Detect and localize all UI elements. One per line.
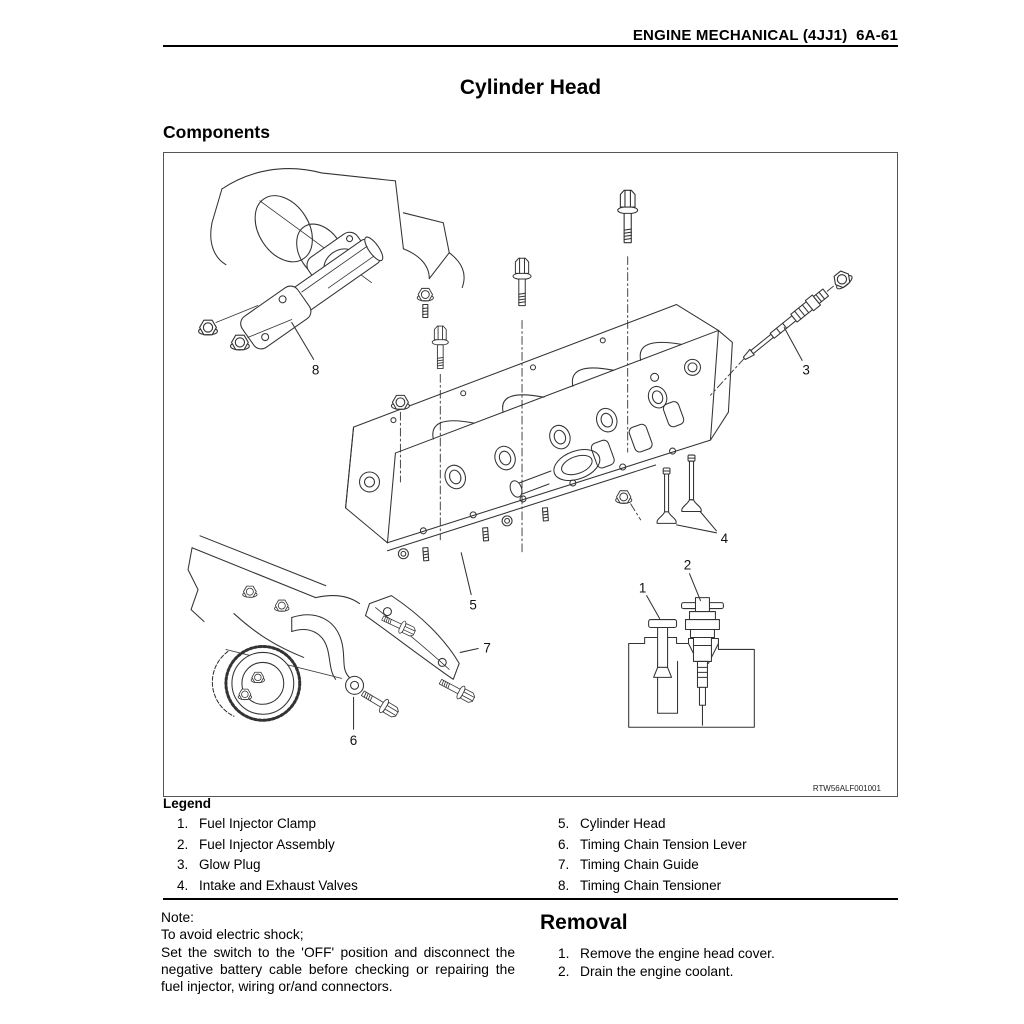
note-block: Note: To avoid electric shock; Set the s… (161, 909, 515, 995)
legend-label: Fuel Injector Clamp (199, 816, 317, 831)
callout-5: 5 (469, 598, 476, 613)
callout-4: 4 (721, 531, 729, 546)
legend-num: 4. (177, 877, 189, 893)
block-bolt-nut (416, 287, 434, 302)
step-num: 2. (558, 963, 570, 979)
timing-chain-guide (364, 595, 478, 706)
legend-label: Cylinder Head (580, 816, 666, 831)
legend-label: Timing Chain Tensioner (580, 877, 722, 893)
legend-num: 2. (177, 836, 189, 852)
callout-7: 7 (483, 640, 490, 655)
callout-numbers: 1 2 3 4 5 6 7 8 (312, 362, 810, 748)
components-heading: Components (163, 122, 270, 142)
head-bolts (390, 189, 642, 553)
head-nut (390, 394, 410, 410)
callout-3: 3 (802, 362, 809, 377)
legend-row: 2. Fuel Injector Assembly 6. Timing Chai… (163, 837, 898, 858)
figure-code: RTW56ALF001001 (813, 784, 882, 793)
callout-1: 1 (639, 581, 646, 596)
step-num: 1. (558, 946, 570, 961)
legend-label: Timing Chain Guide (580, 857, 699, 872)
legend-row: 3. Glow Plug 7. Timing Chain Guide (163, 857, 898, 878)
note-intro: To avoid electric shock; (161, 927, 304, 943)
legend-label: Fuel Injector Assembly (199, 836, 335, 852)
legend-num: 1. (177, 816, 189, 831)
callout-leaders (291, 321, 803, 730)
legend-num: 5. (558, 816, 570, 831)
legend-num: 3. (177, 857, 189, 872)
intake-exhaust-valves (656, 454, 702, 524)
callout-8: 8 (312, 362, 319, 377)
page-title: Cylinder Head (459, 76, 602, 99)
components-figure: 1 2 3 4 5 6 7 8 RTW56ALF001001 (163, 152, 898, 797)
fuel-injector-clamp (648, 619, 678, 678)
legend-label: Timing Chain Tension Lever (580, 836, 747, 852)
legend-row: 1. Fuel Injector Clamp 5. Cylinder Head (163, 816, 898, 837)
timing-chain-tensioner (198, 231, 384, 351)
timing-chain-tension-lever (291, 614, 402, 721)
note-body: Set the switch to the 'OFF' position and… (161, 944, 515, 995)
callout-6: 6 (350, 733, 357, 748)
legend-num: 6. (558, 836, 570, 852)
step-text: Remove the engine head cover. (580, 946, 775, 961)
step-text: Drain the engine coolant. (580, 963, 734, 979)
fuel-injector-assembly (681, 597, 724, 726)
head-bolt-long (617, 189, 639, 244)
removal-heading: Removal (540, 911, 628, 934)
tensioner-nut-2 (229, 334, 250, 351)
legend-label: Glow Plug (199, 857, 261, 872)
tensioner-body (240, 236, 384, 350)
note-heading: Note: (161, 910, 194, 925)
page-header: ENGINE MECHANICAL (4JJ1) 6A-61 (632, 27, 898, 44)
glow-plug (709, 267, 855, 396)
legend-heading: Legend (163, 796, 212, 811)
callout-2: 2 (684, 558, 691, 573)
section-divider-rule (163, 898, 898, 900)
legend-num: 8. (558, 877, 570, 893)
guide-bolt-lower (436, 674, 478, 706)
tensioner-nut-1 (198, 319, 218, 336)
legend-row: 4. Intake and Exhaust Valves 8. Timing C… (163, 878, 898, 899)
glow-plug-nut (829, 267, 855, 292)
fuel-injector-detail (628, 597, 755, 728)
block-bolt-threads (422, 304, 429, 319)
lever-bolt (358, 686, 402, 721)
head-bolt-mid (512, 257, 532, 307)
exploded-view-diagram: 1 2 3 4 5 6 7 8 RTW56ALF001001 (187, 168, 882, 793)
legend-num: 7. (558, 857, 570, 872)
header-rule (163, 45, 898, 47)
cylinder-head-body (345, 304, 733, 562)
front-face-nut (615, 490, 633, 504)
valve-right (681, 454, 702, 513)
timing-gear (211, 644, 302, 722)
legend-label: Intake and Exhaust Valves (199, 877, 358, 893)
valve-left (656, 467, 677, 524)
head-bolt-short (431, 325, 449, 369)
